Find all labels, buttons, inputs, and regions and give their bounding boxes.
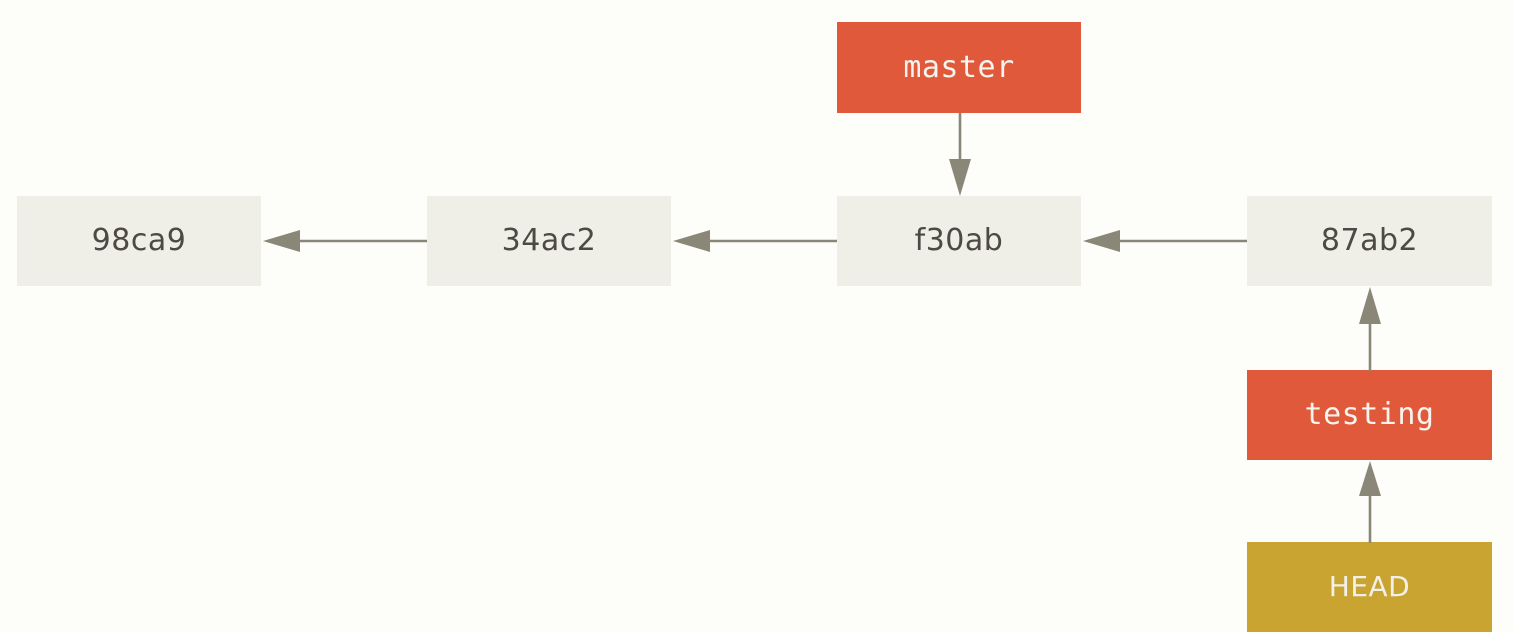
commit-node-87ab2[interactable]: 87ab2 xyxy=(1247,196,1492,286)
commit-label: 87ab2 xyxy=(1320,223,1419,258)
arrow-head-icon xyxy=(949,159,971,196)
arrow-head-icon xyxy=(673,230,710,252)
edge-f30ab-to-34ac2 xyxy=(673,230,837,252)
edge-34ac2-to-98ca9 xyxy=(263,230,427,252)
commit-node-98ca9[interactable]: 98ca9 xyxy=(17,196,261,286)
branch-node-testing[interactable]: testing xyxy=(1247,370,1492,460)
arrow-head-icon xyxy=(1359,287,1381,324)
edge-testing-to-87ab2 xyxy=(1359,287,1381,371)
commit-label: 34ac2 xyxy=(501,223,597,258)
commit-node-34ac2[interactable]: 34ac2 xyxy=(427,196,671,286)
branch-label: master xyxy=(903,49,1015,85)
arrow-head-icon xyxy=(263,230,300,252)
branch-node-master[interactable]: master xyxy=(837,22,1081,113)
edge-master-to-f30ab xyxy=(949,113,971,196)
commit-node-f30ab[interactable]: f30ab xyxy=(837,196,1081,286)
commit-label: f30ab xyxy=(914,223,1004,258)
commit-label: 98ca9 xyxy=(91,223,187,258)
arrow-head-icon xyxy=(1083,230,1120,252)
head-pointer-node[interactable]: HEAD xyxy=(1247,542,1492,632)
head-label: HEAD xyxy=(1328,570,1411,603)
edge-head-to-testing xyxy=(1359,461,1381,543)
arrow-head-icon xyxy=(1359,461,1381,496)
branch-label: testing xyxy=(1304,397,1435,432)
edge-87ab2-to-f30ab xyxy=(1083,230,1247,252)
